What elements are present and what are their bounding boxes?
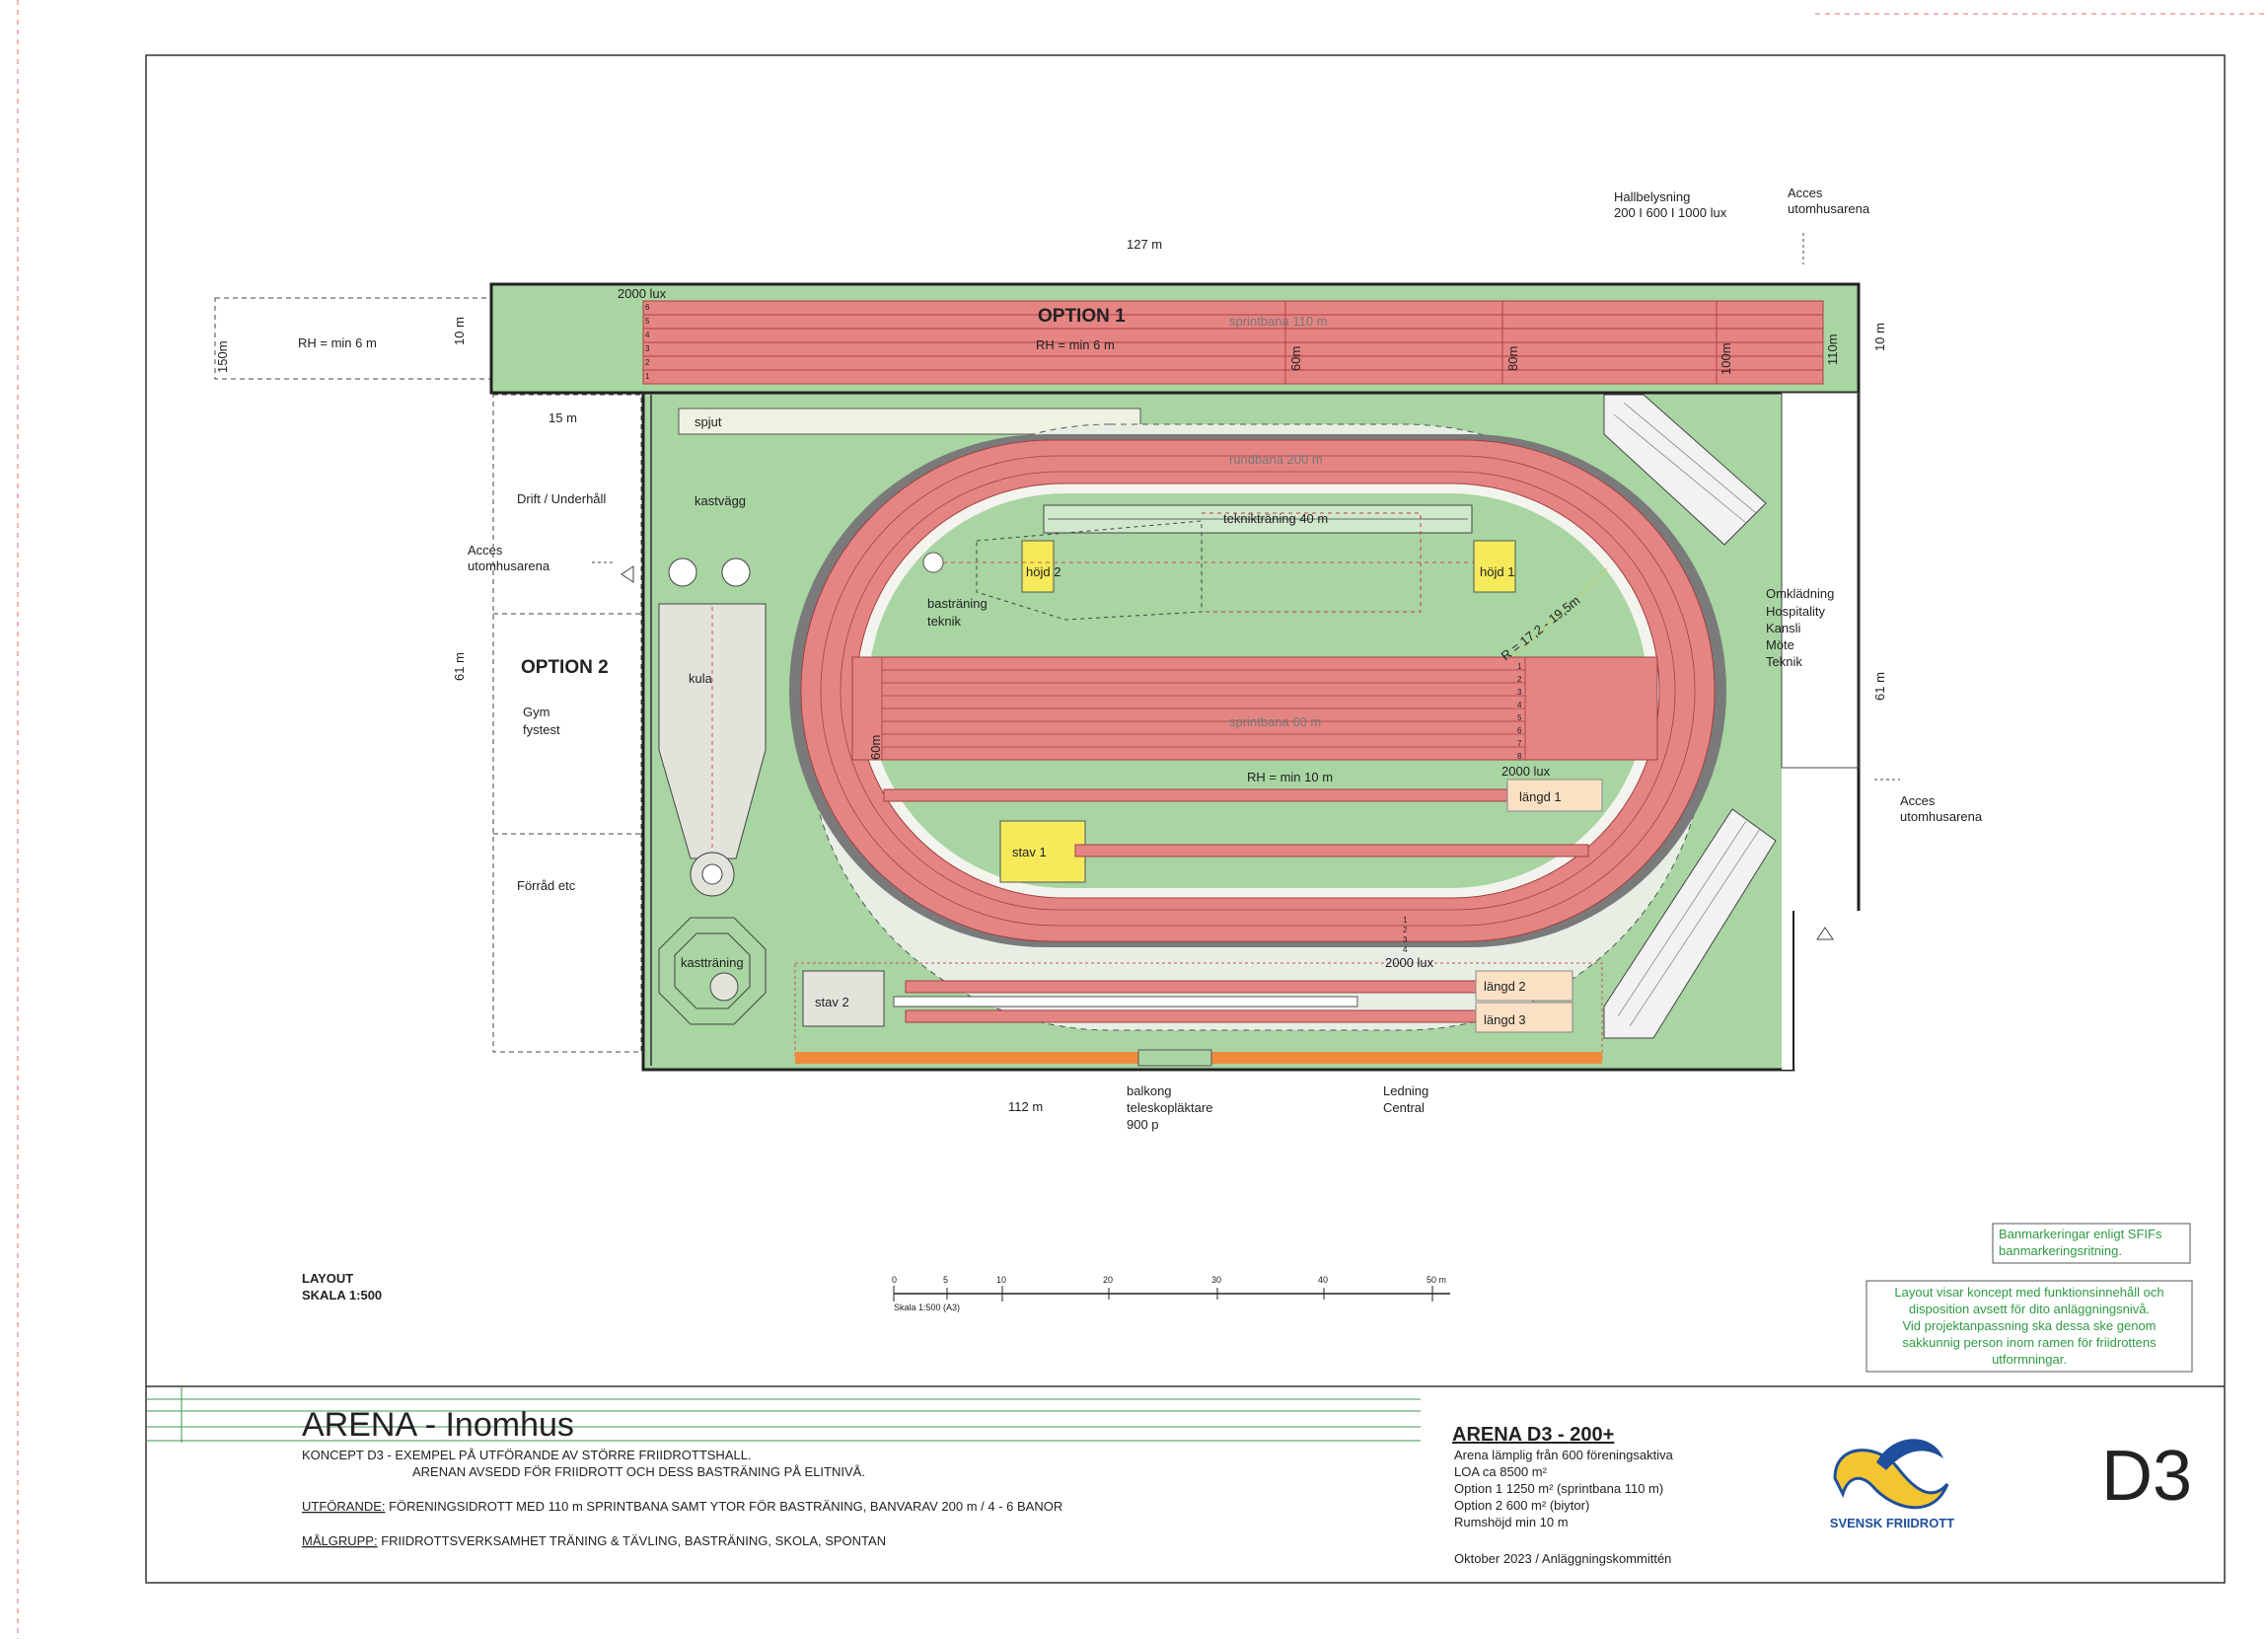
sheet-frame (145, 54, 2226, 1584)
note-box-layout (1866, 1280, 2193, 1373)
svensk-friidrott-logo-icon (1833, 1439, 1949, 1510)
note-box-banmarkering (1992, 1223, 2191, 1264)
